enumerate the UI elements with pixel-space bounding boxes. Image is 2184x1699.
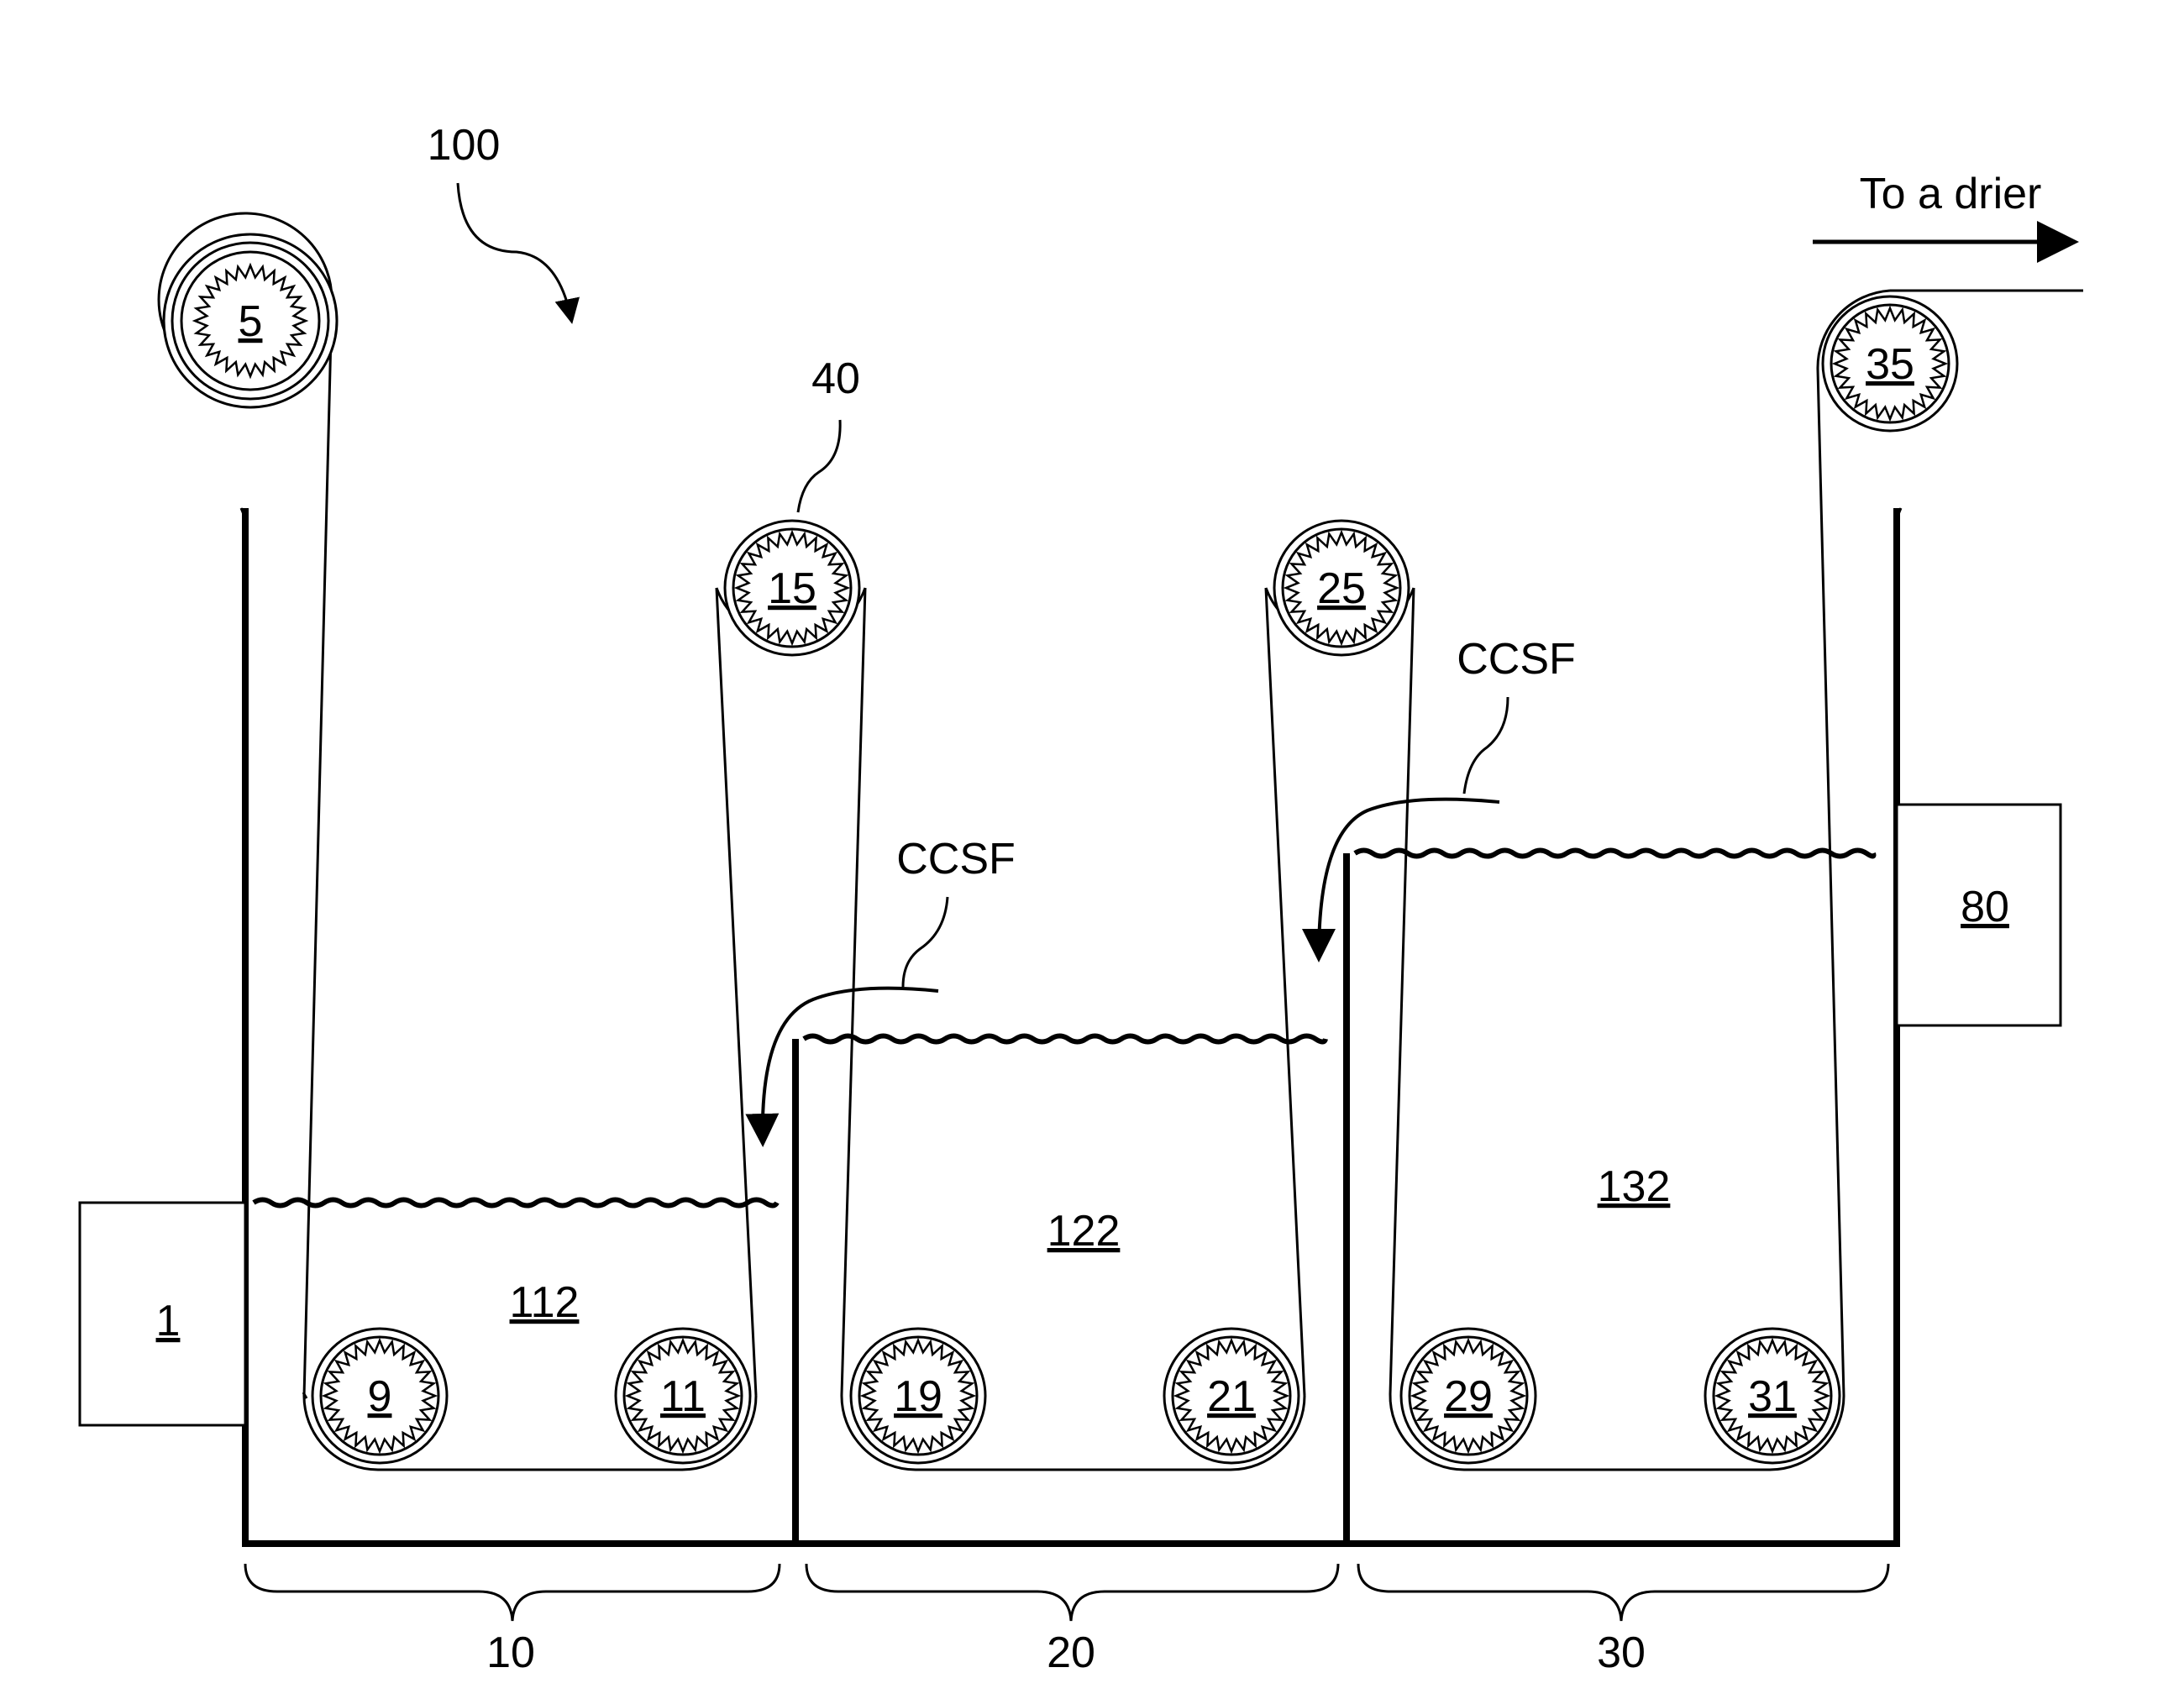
roller-25: 25: [1274, 521, 1409, 655]
bracket-30: [1358, 1564, 1888, 1621]
roller-label-21: 21: [1207, 1372, 1256, 1421]
liquid-level-122: [804, 1036, 1326, 1042]
roller-label-29: 29: [1444, 1372, 1493, 1421]
bracket-label-30: 30: [1597, 1628, 1646, 1677]
box-1-label: 1: [156, 1297, 181, 1345]
roller-5: 5: [164, 234, 337, 407]
ref-100-arrow: [458, 183, 571, 319]
bracket-20: [806, 1564, 1338, 1621]
roller-29: 29: [1401, 1329, 1536, 1463]
pointer-label-40: 40: [811, 354, 860, 403]
box-80: 80: [1897, 805, 2061, 1025]
roller-21: 21: [1164, 1329, 1299, 1463]
roller-35: 35: [1823, 296, 1957, 431]
rollers: 5 9 11 15 19 21 25 29 31 35: [164, 234, 1957, 1463]
roller-9: 9: [312, 1329, 447, 1463]
roller-label-15: 15: [768, 564, 816, 613]
tank-label-132: 132: [1598, 1162, 1671, 1211]
ccsf-b-pointer: [1464, 697, 1508, 794]
tank-label-122: 122: [1047, 1207, 1121, 1256]
liquid-level-112: [254, 1200, 777, 1206]
roller-label-11: 11: [660, 1372, 706, 1421]
ccsf-a-pointer: [903, 897, 948, 987]
pointer-40-line: [798, 420, 840, 512]
web-path: [159, 213, 2083, 1470]
roller-31: 31: [1705, 1329, 1840, 1463]
roller-label-31: 31: [1748, 1372, 1797, 1421]
roller-15: 15: [725, 521, 859, 655]
box-1: 1: [80, 1203, 245, 1425]
roller-label-9: 9: [368, 1372, 392, 1421]
tank-label-112: 112: [510, 1278, 580, 1327]
roller-label-25: 25: [1317, 564, 1366, 613]
ccsf-label-a: CCSF: [896, 835, 1016, 884]
bracket-label-10: 10: [486, 1628, 535, 1677]
bracket-10: [245, 1564, 780, 1621]
liquid-levels: [254, 851, 1873, 1206]
liquid-level-132: [1355, 851, 1873, 857]
roller-label-19: 19: [894, 1372, 942, 1421]
roller-19: 19: [851, 1329, 985, 1463]
tank-walls: [245, 508, 1897, 1544]
bracket-label-20: 20: [1047, 1628, 1095, 1677]
brackets: [245, 1564, 1888, 1621]
roller-11: 11: [616, 1329, 750, 1463]
figure-ref-100: 100: [428, 121, 501, 170]
roller-label-5: 5: [239, 297, 263, 346]
box-80-label: 80: [1961, 883, 2009, 931]
to-drier-label: To a drier: [1860, 170, 2042, 218]
roller-label-35: 35: [1866, 340, 1914, 389]
ccsf-label-b: CCSF: [1457, 635, 1576, 684]
